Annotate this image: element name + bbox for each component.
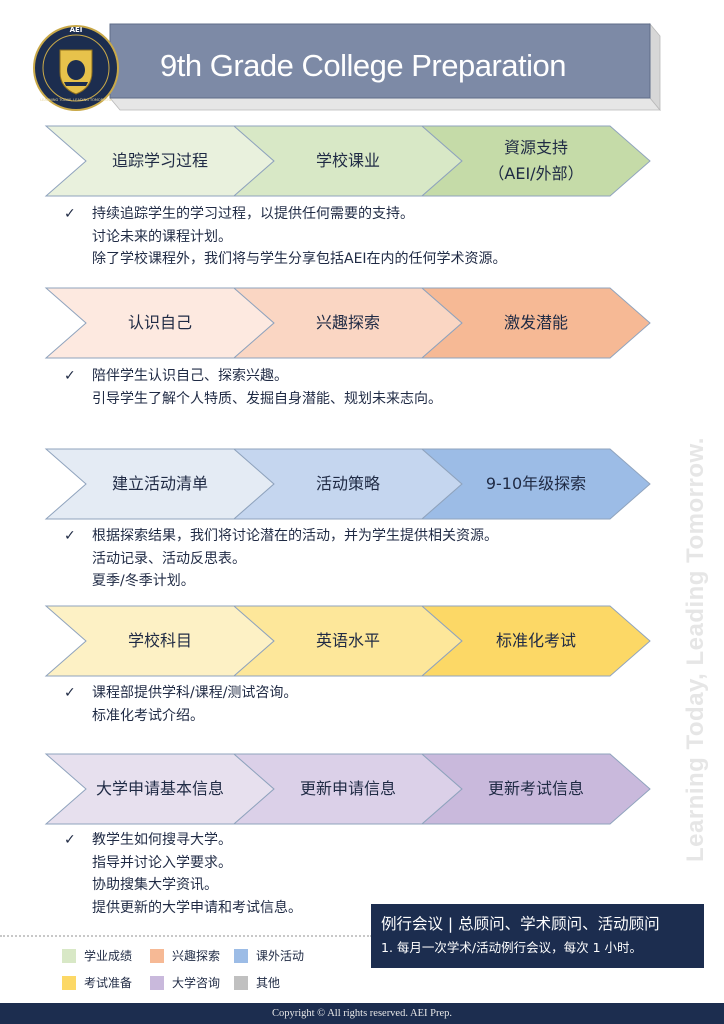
note-line: ✓根据探索结果，我们将讨论潜在的活动，并为学生提供相关资源。 [64, 525, 498, 548]
section-2-steps: 认识自己 兴趣探索 激发潜能 [44, 287, 651, 359]
step-2-3-label: 激发潜能 [503, 313, 568, 332]
step-3-1-label: 建立活动清单 [111, 474, 208, 493]
banner-shape [33, 22, 661, 112]
legend-swatch [234, 975, 248, 990]
legend-swatch [234, 948, 248, 963]
step-1-1-label: 追踪学习过程 [111, 151, 208, 170]
step-3-2-label: 活动策略 [315, 474, 380, 493]
step-3-3-label: 9-10年级探索 [485, 474, 587, 493]
note-line: ✓持续追踪学生的学习过程，以提供任何需要的支持。 [64, 203, 507, 226]
section-5-notes: ✓教学生如何搜寻大学。 指导并讨论入学要求。 协助搜集大学资讯。 提供更新的大学… [64, 829, 302, 919]
note-line: ✓教学生如何搜寻大学。 [64, 829, 302, 852]
copyright-text: Copyright © All rights reserved. AEI Pre… [271, 1008, 453, 1019]
legend-swatch [62, 948, 76, 963]
legend-item: 其他 [234, 974, 280, 991]
note-line: 协助搜集大学资讯。 [92, 877, 218, 893]
note-line: 引导学生了解个人特质、发掘自身潜能、规划未来志向。 [92, 390, 442, 407]
page-title: 9th Grade College Preparation [160, 48, 566, 83]
footer: Copyright © All rights reserved. AEI Pre… [0, 1003, 724, 1024]
note-line: 提供更新的大学申请和考试信息。 [92, 899, 302, 916]
meeting-box: 例行会议 | 总顾问、学术顾问、活动顾问 1. 每月一次学术/活动例行会议，每次… [371, 904, 704, 968]
step-4-3-arrow [420, 605, 651, 677]
check-icon: ✓ [64, 832, 76, 848]
note-line: 除了学校课程外，我们将与学生分享包括AEI在内的任何学术资源。 [92, 251, 507, 267]
legend-item: 学业成绩 [62, 947, 132, 964]
logo-ring-text: LEARNING TODAY, LEADING TOMORROW [40, 98, 112, 102]
check-icon: ✓ [64, 685, 76, 701]
logo-top-text: AEI [69, 26, 83, 34]
note-line: 讨论未来的课程计划。 [92, 228, 232, 245]
step-1-3-label: 資源支持 （AEI/外部） [488, 138, 584, 183]
section-5-steps: 大学申请基本信息 更新申请信息 更新考试信息 [44, 753, 651, 825]
legend: 学业成绩 兴趣探索 课外活动 考试准备 大学咨询 其他 [62, 947, 362, 997]
legend-item: 课外活动 [234, 947, 304, 964]
legend-item: 考试准备 [62, 974, 132, 991]
meeting-detail: 1. 每月一次学术/活动例行会议，每次 1 小时。 [381, 940, 643, 955]
legend-swatch [62, 975, 76, 990]
step-5-3-label: 更新考试信息 [487, 779, 584, 798]
dotted-divider [0, 935, 372, 937]
step-1-3-arrow [420, 125, 651, 197]
section-4-steps: 学校科目 英语水平 标准化考试 [44, 605, 651, 677]
side-slogan: Learning Today, Leading Tomorrow. [682, 437, 709, 862]
step-4-2-label: 英语水平 [315, 631, 380, 650]
step-5-1-label: 大学申请基本信息 [95, 779, 224, 798]
check-icon: ✓ [64, 528, 76, 544]
step-3-3-arrow [420, 448, 651, 520]
step-1-2-label: 学校课业 [315, 151, 380, 170]
section-1-steps: 追踪学习过程 学校课业 資源支持 （AEI/外部） [44, 125, 651, 197]
step-2-2-label: 兴趣探索 [315, 313, 380, 332]
meeting-title: 例行会议 | 总顾问、学术顾问、活动顾问 [381, 915, 660, 933]
note-line: ✓陪伴学生认识自己、探索兴趣。 [64, 365, 442, 388]
legend-swatch [150, 975, 164, 990]
step-5-2-label: 更新申请信息 [299, 779, 396, 798]
legend-item: 大学咨询 [150, 974, 220, 991]
header-banner: AEI LEARNING TODAY, LEADING TOMORROW 9th… [30, 10, 670, 120]
note-line: 活动记录、活动反思表。 [92, 550, 246, 567]
section-1-notes: ✓持续追踪学生的学习过程，以提供任何需要的支持。 讨论未来的课程计划。 除了学校… [64, 203, 507, 271]
legend-swatch [150, 948, 164, 963]
note-line: 指导并讨论入学要求。 [92, 854, 232, 871]
step-2-1-label: 认识自己 [127, 313, 192, 332]
note-line: ✓课程部提供学科/课程/测试咨询。 [64, 682, 297, 705]
section-3-steps: 建立活动清单 活动策略 9-10年级探索 [44, 448, 651, 520]
step-5-3-arrow [420, 753, 651, 825]
note-line: 标准化考试介绍。 [92, 707, 204, 724]
check-icon: ✓ [64, 368, 76, 384]
step-2-3-arrow [420, 287, 651, 359]
section-4-notes: ✓课程部提供学科/课程/测试咨询。 标准化考试介绍。 [64, 682, 297, 727]
step-4-3-label: 标准化考试 [495, 631, 576, 650]
note-line: 夏季/冬季计划。 [92, 573, 195, 589]
legend-item: 兴趣探索 [150, 947, 220, 964]
section-3-notes: ✓根据探索结果，我们将讨论潜在的活动，并为学生提供相关资源。 活动记录、活动反思… [64, 525, 498, 593]
check-icon: ✓ [64, 206, 76, 222]
section-2-notes: ✓陪伴学生认识自己、探索兴趣。 引导学生了解个人特质、发掘自身潜能、规划未来志向… [64, 365, 442, 410]
step-4-1-label: 学校科目 [127, 631, 192, 650]
